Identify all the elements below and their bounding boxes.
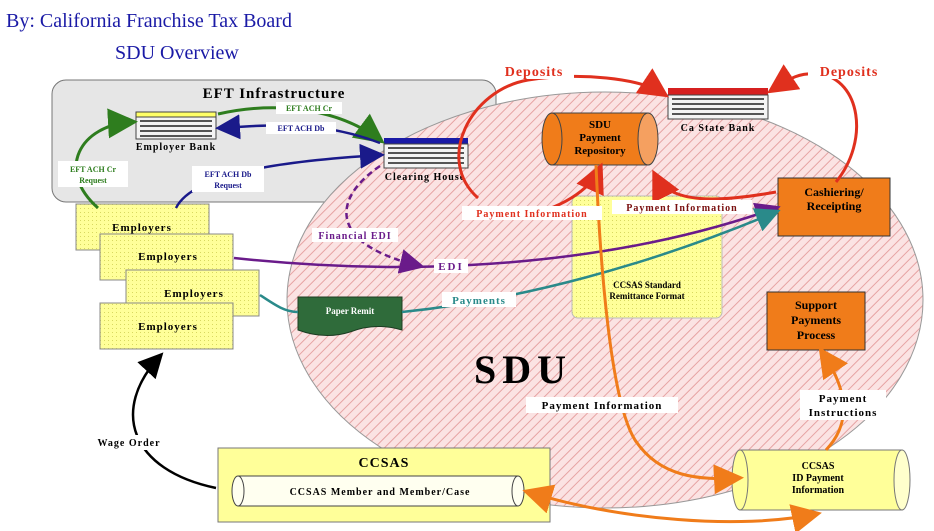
label-edi: EDI — [434, 259, 468, 273]
svg-text:Cashiering/: Cashiering/ — [804, 185, 864, 199]
label-payment-instructions: Payment Instructions — [800, 390, 886, 420]
arrow-financial-edi — [345, 164, 425, 274]
svg-text:Repository: Repository — [574, 145, 626, 157]
svg-text:Financial EDI: Financial EDI — [318, 231, 391, 242]
svg-text:CCSAS: CCSAS — [359, 456, 410, 471]
svg-text:Receipting: Receipting — [807, 199, 862, 213]
svg-text:Payment Information: Payment Information — [476, 209, 588, 220]
label-payments: Payments — [442, 292, 516, 307]
label-wage-order: Wage Order — [86, 435, 172, 450]
svg-text:ID Payment: ID Payment — [792, 473, 844, 484]
employer-bank-building: Employer Bank — [135, 111, 217, 153]
svg-text:Wage Order: Wage Order — [97, 438, 160, 449]
svg-text:Process: Process — [797, 328, 836, 342]
svg-text:Request: Request — [79, 176, 107, 185]
svg-text:EDI: EDI — [438, 261, 464, 273]
svg-text:Request: Request — [214, 181, 242, 190]
svg-text:EFT ACH Cr: EFT ACH Cr — [286, 104, 333, 113]
sdu-big-label: SDU — [474, 347, 572, 392]
label-payment-info-3: Payment Information — [526, 397, 678, 413]
label-payment-info-1: Payment Information — [462, 206, 602, 220]
svg-text:EFT ACH Db: EFT ACH Db — [278, 124, 326, 133]
svg-text:Payments: Payments — [452, 295, 506, 307]
label-eft-ach-db: EFT ACH Db — [266, 122, 336, 134]
ccsas-standard-remittance-box: CCSAS Standard Remittance Format — [571, 195, 723, 319]
clearing-house-building: Clearing House — [383, 138, 469, 183]
employers-stack: Employers Employers Employers Employers — [75, 203, 260, 350]
arrow-payment-info-cashiering — [652, 169, 777, 204]
svg-text:Deposits: Deposits — [820, 65, 879, 80]
ccsas-box: CCSAS CCSAS Member and Member/Case — [217, 447, 551, 523]
ccsas-id-payment-cylinder: CCSAS ID Payment Information — [731, 449, 911, 511]
arrow-deposits-left — [457, 68, 669, 200]
arrow-ccsas-id-exchange — [522, 484, 822, 531]
label-payment-info-2: Payment Information — [612, 200, 752, 214]
ccsas-member-case: CCSAS Member and Member/Case — [290, 487, 471, 498]
label-eft-ach-cr: EFT ACH Cr — [276, 102, 342, 114]
employers-label-3: Employers — [164, 288, 224, 300]
label-financial-edi: Financial EDI — [312, 228, 398, 242]
sdu-payment-repository: SDU Payment Repository — [541, 112, 659, 166]
employers-label-4: Employers — [138, 321, 198, 333]
state-bank-building: Ca State Bank — [667, 88, 769, 134]
svg-text:Payment Information: Payment Information — [626, 203, 738, 214]
employers-label-1: Employers — [112, 222, 172, 234]
state-bank-label: Ca State Bank — [681, 123, 756, 134]
svg-text:Payments: Payments — [791, 313, 841, 327]
svg-text:Paper Remit: Paper Remit — [326, 306, 375, 316]
svg-text:SDU: SDU — [589, 119, 611, 131]
svg-text:Support: Support — [795, 298, 837, 312]
arrow-employers-paper — [259, 293, 299, 314]
arrow-wage-order — [131, 352, 217, 490]
support-payments-box: Support Payments Process — [766, 291, 866, 351]
employer-bank-label: Employer Bank — [136, 142, 216, 153]
label-deposits-left: Deposits — [494, 63, 574, 80]
label-deposits-right: Deposits — [808, 63, 890, 80]
header-byline: By: California Franchise Tax Board — [6, 10, 292, 32]
cashiering-receipting-box: Cashiering/ Receipting — [777, 177, 891, 237]
clearing-house-label: Clearing House — [385, 172, 465, 183]
svg-text:Information: Information — [792, 485, 845, 496]
svg-text:EFT ACH Cr: EFT ACH Cr — [70, 165, 117, 174]
svg-text:Remittance Format: Remittance Format — [609, 291, 684, 301]
label-eft-db-request: EFT ACH Db Request — [192, 166, 264, 192]
svg-text:EFT ACH Db: EFT ACH Db — [205, 170, 253, 179]
svg-text:CCSAS: CCSAS — [802, 461, 835, 472]
arrow-payment-info-long — [594, 164, 744, 495]
header-title: SDU Overview — [115, 42, 239, 64]
svg-text:Payment: Payment — [579, 132, 621, 144]
svg-text:Instructions: Instructions — [809, 407, 878, 419]
svg-text:Payment: Payment — [819, 393, 868, 405]
label-eft-cr-request: EFT ACH Cr Request — [58, 161, 128, 187]
arrow-eft-cr-request — [74, 108, 138, 210]
eft-title: EFT Infrastructure — [203, 86, 346, 102]
svg-text:Deposits: Deposits — [505, 65, 564, 80]
arrow-edi — [233, 202, 781, 269]
employers-label-2: Employers — [138, 251, 198, 263]
svg-text:Payment Information: Payment Information — [542, 400, 663, 412]
paper-remit-document: Paper Remit — [297, 296, 403, 336]
svg-text:CCSAS Standard: CCSAS Standard — [613, 280, 681, 290]
